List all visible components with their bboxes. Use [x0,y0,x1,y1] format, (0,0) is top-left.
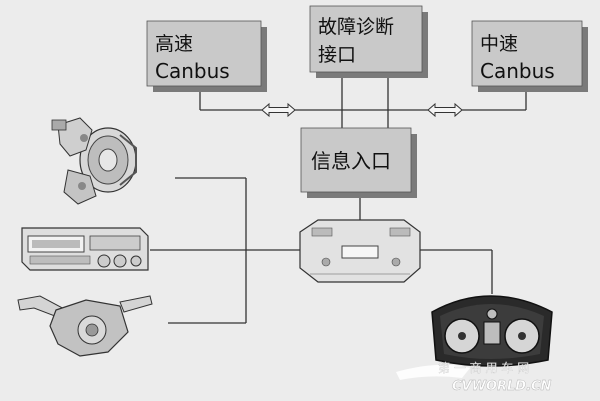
connector-lines [150,76,527,324]
radio-unit-icon [21,227,149,271]
brake-caliper-icon [51,117,137,205]
instrument-cluster-icon [431,295,553,367]
watermark-en: CVWORLD.CN [452,379,552,394]
mid-speed-canbus-box: 中速 Canbus [471,20,588,92]
info-entry-label: 信息入口 [311,149,391,173]
watermark-cn: 第 一 商 用 车 网 [438,360,529,375]
diagnostic-port-box: 故障诊断 接口 [309,5,428,78]
body-control-module-icon [299,219,421,283]
steering-column-switch-icon [17,295,153,357]
mid-speed-label-line2: Canbus [480,59,555,83]
mid-speed-label-line1: 中速 [480,33,518,55]
double-arrow-left [261,102,296,118]
diag-port-label-line2: 接口 [318,44,356,66]
info-entry-box: 信息入口 [300,127,417,198]
high-speed-canbus-box: 高速 Canbus [146,20,267,92]
watermark: 第 一 商 用 车 网 CVWORLD.CN [396,360,552,394]
double-arrow-right [427,102,463,118]
high-speed-label-line1: 高速 [155,33,193,55]
diag-port-label-line1: 故障诊断 [318,16,394,38]
high-speed-label-line2: Canbus [155,59,230,83]
